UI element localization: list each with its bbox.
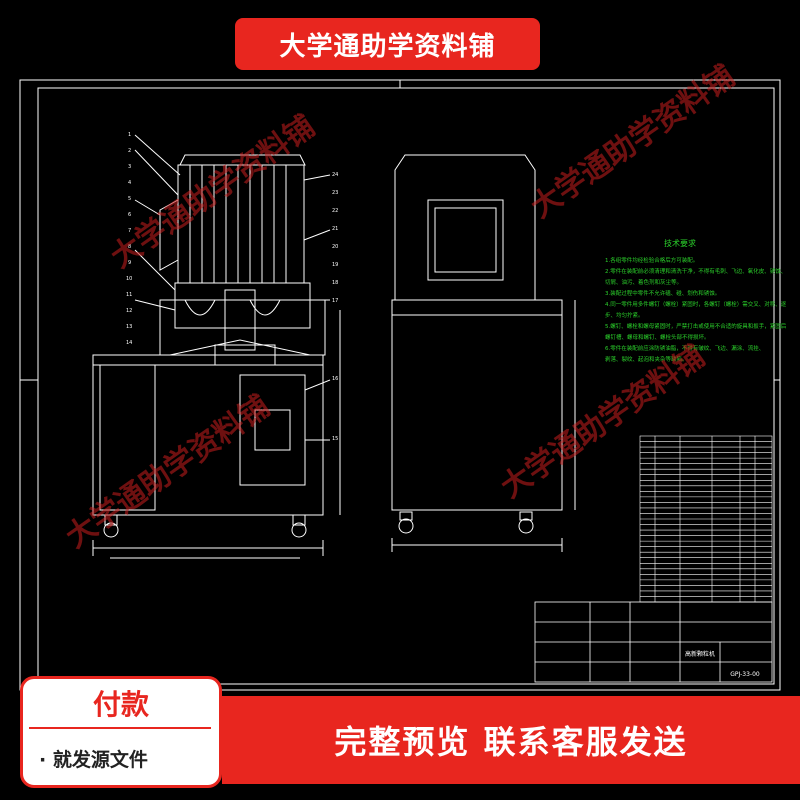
- svg-text:9: 9: [128, 260, 131, 266]
- pay-title: 付款: [92, 688, 149, 721]
- tech-line: 2.零件在装配前必须清理和清洗干净，不得有毛刺、飞边、氧化皮、锈蚀、: [605, 267, 786, 275]
- side-view: [391, 154, 576, 552]
- svg-text:21: 21: [332, 226, 338, 232]
- svg-text:15: 15: [332, 436, 338, 442]
- title-block: [534, 601, 773, 683]
- svg-text:3: 3: [128, 164, 131, 170]
- svg-text:16: 16: [332, 376, 338, 382]
- tech-line: 3.装配过程中零件不允许磕、碰、划伤和锈蚀。: [605, 289, 720, 297]
- svg-text:1: 1: [128, 132, 131, 138]
- svg-text:14: 14: [126, 340, 132, 346]
- pay-divider: [29, 727, 211, 729]
- svg-text:19: 19: [332, 262, 338, 268]
- svg-text:7: 7: [128, 228, 131, 234]
- pay-subtitle: · 就发源文件: [39, 749, 148, 771]
- tech-line: 螺钉槽、螺母和螺钉、螺栓头部不得损坏。: [605, 333, 710, 341]
- drawing-frame: [19, 79, 781, 691]
- svg-text:17: 17: [332, 298, 338, 304]
- svg-text:13: 13: [126, 324, 132, 330]
- tech-title: 技术要求: [664, 238, 696, 248]
- svg-text:2: 2: [128, 148, 131, 154]
- parts-list-table: [639, 435, 773, 603]
- tech-line: 4.同一零件用多件螺钉（螺栓）紧固时，各螺钉（螺栓）需交叉、对称、逐: [605, 300, 787, 308]
- drawing-name: 高新颗粒机: [685, 650, 715, 658]
- svg-text:12: 12: [126, 308, 132, 314]
- pay-badge[interactable]: 付款 · 就发源文件: [20, 676, 222, 788]
- tech-line: 步、均匀拧紧。: [605, 311, 644, 319]
- svg-text:10: 10: [126, 276, 132, 282]
- svg-text:6: 6: [128, 212, 131, 218]
- svg-text:4: 4: [128, 180, 131, 186]
- front-view: [92, 134, 341, 559]
- tech-line: 6.零件在装配前应涂防锈油脂，不得有皱纹、飞边、漏涂、流挂、: [605, 344, 764, 352]
- technical-requirements: 技术要求 1.各组零件均经检验合格后方可装配。 2.零件在装配前必须清理和清洗干…: [605, 238, 787, 363]
- svg-text:20: 20: [332, 244, 338, 250]
- svg-text:23: 23: [332, 190, 338, 196]
- svg-text:22: 22: [332, 208, 338, 214]
- tech-line: 剥落、裂纹、起泡和夹杂等缺陷。: [605, 355, 688, 363]
- svg-text:5: 5: [128, 196, 131, 202]
- svg-text:18: 18: [332, 280, 338, 286]
- drawing-number: GPJ-33-00: [730, 671, 760, 678]
- store-banner: 大学通助学资料铺: [235, 18, 540, 70]
- svg-text:11: 11: [126, 292, 132, 298]
- svg-text:8: 8: [128, 244, 131, 250]
- contact-service-banner[interactable]: 完整预览 联系客服发送: [222, 696, 800, 784]
- tech-line: 1.各组零件均经检验合格后方可装配。: [605, 256, 698, 264]
- svg-text:24: 24: [332, 172, 338, 178]
- tech-line: 5.螺钉、螺栓和螺母紧固时，严禁打击或使用不合适的旋具和扳手，紧固后: [605, 322, 787, 330]
- tech-line: 切屑、油污、着色剂和灰尘等。: [605, 278, 682, 286]
